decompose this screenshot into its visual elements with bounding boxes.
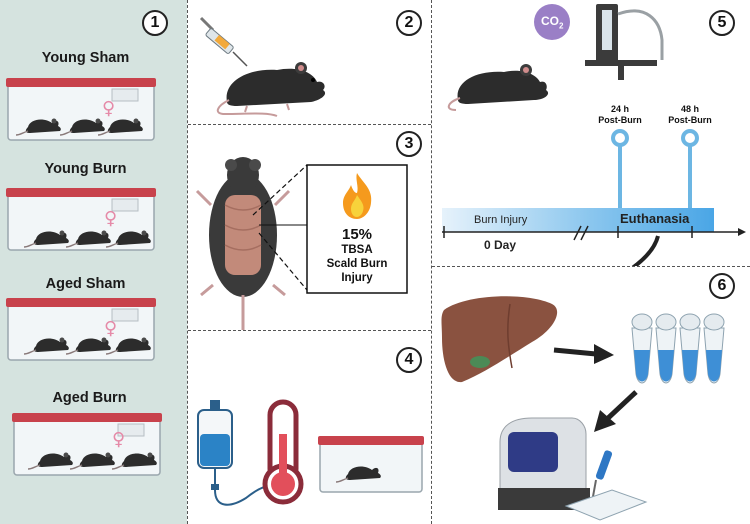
injection-illustration bbox=[199, 16, 326, 117]
group-label-young-burn: Young Burn bbox=[44, 161, 127, 177]
svg-text:♀: ♀ bbox=[102, 98, 115, 119]
burn-callout-box bbox=[306, 164, 408, 294]
burn-injury-word: Injury bbox=[341, 272, 373, 284]
burn-scald: Scald Burn bbox=[326, 258, 388, 270]
recovery-cage-icon bbox=[318, 436, 424, 493]
svg-text:♀: ♀ bbox=[104, 318, 117, 339]
step-6-badge: 6 bbox=[709, 273, 735, 299]
divider-3-4 bbox=[188, 330, 431, 331]
timeline-bar bbox=[442, 208, 714, 232]
cage-young-sham: ♀ bbox=[5, 77, 157, 141]
step-1-badge: 1 bbox=[142, 10, 168, 36]
syringe-icon bbox=[199, 16, 248, 67]
svg-text:♀: ♀ bbox=[112, 429, 125, 450]
liver-icon bbox=[441, 296, 558, 383]
co2-icon bbox=[534, 4, 570, 40]
timeline-end-label: Euthanasia bbox=[620, 211, 690, 226]
step-5-badge: 5 bbox=[709, 10, 735, 36]
timeline-start-label: Burn Injury bbox=[474, 214, 528, 226]
pin-24h bbox=[611, 129, 629, 147]
flame-icon bbox=[343, 173, 372, 219]
step-3-badge: 3 bbox=[396, 131, 422, 157]
timeline-day-label: 0 Day bbox=[484, 238, 517, 252]
thermometer-icon bbox=[262, 399, 304, 505]
divider-left bbox=[187, 0, 188, 524]
svg-text:♀: ♀ bbox=[104, 208, 117, 229]
divider-right bbox=[431, 0, 432, 524]
iv-bag-icon bbox=[197, 400, 271, 506]
burn-injury-illustration bbox=[195, 157, 408, 330]
mouse-icon bbox=[216, 62, 326, 117]
recovery-illustration bbox=[197, 399, 424, 506]
step-4-badge: 4 bbox=[396, 347, 422, 373]
co2-flowmeter-icon bbox=[585, 4, 664, 80]
group-label-young-sham: Young Sham bbox=[41, 50, 130, 66]
supine-mouse-icon bbox=[195, 157, 291, 330]
divider-5-6 bbox=[432, 266, 750, 267]
mouse-icon bbox=[447, 64, 549, 111]
well-plate-icon bbox=[564, 489, 648, 521]
pin-48h bbox=[681, 129, 699, 147]
group-label-aged-sham: Aged Sham bbox=[45, 276, 126, 292]
sequencer-instrument-icon bbox=[498, 417, 590, 510]
co2-label: CO2 bbox=[541, 14, 564, 31]
microcentrifuge-tubes-icon bbox=[631, 313, 725, 384]
tissue-analysis-illustration bbox=[441, 296, 725, 521]
burn-tbsa: TBSA bbox=[341, 244, 373, 256]
cage-aged-sham: ♀ bbox=[5, 297, 157, 361]
step-2-badge: 2 bbox=[396, 10, 422, 36]
euthanasia-timeline-illustration bbox=[442, 4, 746, 266]
divider-2-3 bbox=[188, 124, 431, 125]
cages-illustration: ♀ ♀ ♀ ♀ bbox=[5, 77, 163, 476]
cage-young-burn: ♀ bbox=[5, 187, 157, 251]
burn-percent: 15% bbox=[341, 226, 373, 243]
group-label-aged-burn: Aged Burn bbox=[52, 390, 127, 406]
cage-aged-burn: ♀ bbox=[11, 412, 163, 476]
